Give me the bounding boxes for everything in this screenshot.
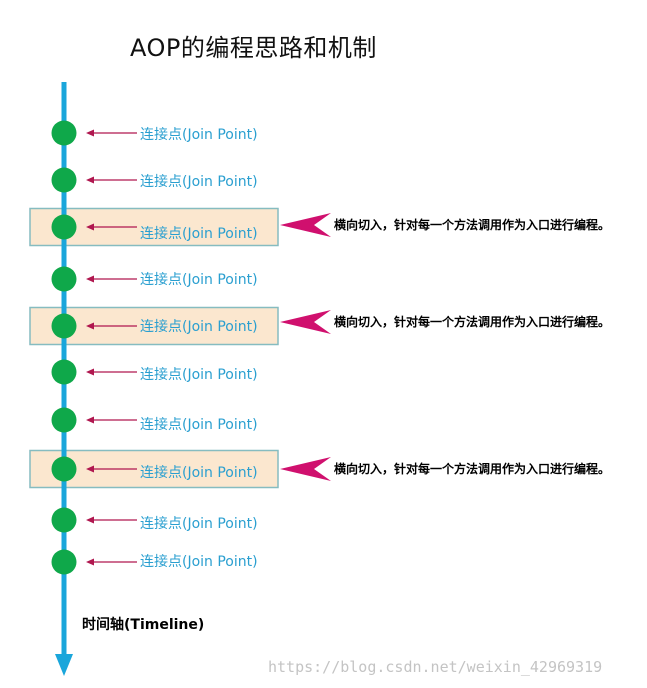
join-point-node [51, 407, 77, 433]
join-point-label: 连接点(Join Point) [140, 226, 258, 242]
join-point-node [51, 313, 77, 339]
join-point-label: 连接点(Join Point) [140, 417, 258, 433]
join-point-node [51, 266, 77, 292]
join-point-label: 连接点(Join Point) [140, 516, 258, 532]
join-point-node [51, 456, 77, 482]
pointer-arrow [86, 416, 137, 424]
cross-cut-arrow [280, 457, 331, 481]
join-point-node [51, 359, 77, 385]
pointer-arrow [86, 516, 137, 524]
join-point-node [51, 167, 77, 193]
pointer-arrow [86, 322, 137, 330]
cross-cut-label: 横向切入，针对每一个方法调用作为入口进行编程。 [334, 315, 611, 329]
pointer-arrow [86, 129, 137, 137]
join-point-label: 连接点(Join Point) [140, 465, 258, 481]
join-point-label: 连接点(Join Point) [140, 272, 258, 288]
join-point-label: 连接点(Join Point) [140, 127, 258, 143]
pointer-arrow [86, 558, 137, 566]
cross-cut-arrow [280, 310, 331, 334]
join-point-label: 连接点(Join Point) [140, 174, 258, 190]
diagram-title: AOP的编程思路和机制 [130, 34, 377, 62]
watermark: https://blog.csdn.net/weixin_42969319 [268, 658, 603, 676]
join-point-node [51, 549, 77, 575]
timeline-arrowhead [55, 654, 73, 676]
join-point-node [51, 507, 77, 533]
timeline-label: 时间轴(Timeline) [82, 617, 205, 633]
join-point-label: 连接点(Join Point) [140, 367, 258, 383]
pointer-arrow [86, 465, 137, 473]
join-point-node [51, 120, 77, 146]
cross-cut-arrow [280, 213, 331, 237]
cross-cut-label: 横向切入，针对每一个方法调用作为入口进行编程。 [334, 218, 611, 232]
pointer-arrow [86, 275, 137, 283]
join-point-node [51, 214, 77, 240]
join-point-label: 连接点(Join Point) [140, 554, 258, 570]
cross-cut-label: 横向切入，针对每一个方法调用作为入口进行编程。 [334, 462, 611, 476]
pointer-arrow [86, 368, 137, 376]
join-point-label: 连接点(Join Point) [140, 319, 258, 335]
pointer-arrow [86, 176, 137, 184]
pointer-arrow [86, 223, 137, 231]
